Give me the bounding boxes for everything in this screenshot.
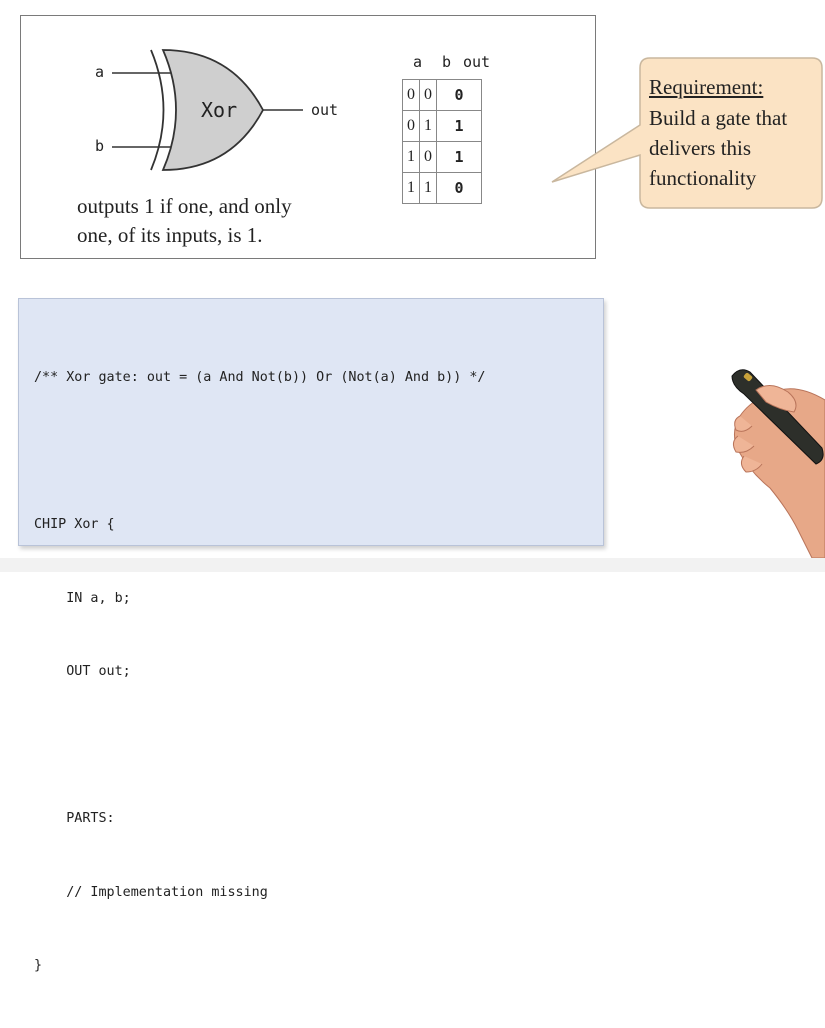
bottom-bar [0, 558, 825, 572]
description-line-1: outputs 1 if one, and only [77, 194, 292, 218]
table-cell: 1 [419, 172, 437, 204]
table-cell: 0 [402, 79, 420, 111]
table-row: 1 1 0 [402, 172, 482, 204]
hdl-code-panel: /** Xor gate: out = (a And Not(b)) Or (N… [18, 298, 604, 973]
header-out: out [463, 53, 491, 71]
table-cell: 0 [419, 141, 437, 173]
code-line: CHIP Xor { [34, 517, 115, 532]
table-cell-out: 0 [436, 172, 482, 204]
table-cell: 1 [402, 141, 420, 173]
presenter-hand-image [731, 369, 825, 558]
gate-description: outputs 1 if one, and only one, of its i… [77, 192, 367, 250]
gate-name: Xor [201, 98, 237, 122]
description-line-2: one, of its inputs, is 1. [77, 223, 263, 247]
requirement-callout-bubble [551, 57, 823, 209]
table-cell-out: 0 [436, 79, 482, 111]
code-line [34, 440, 485, 465]
hdl-code: /** Xor gate: out = (a And Not(b)) Or (N… [34, 317, 485, 1028]
code-line [34, 734, 485, 759]
gate-output: out [311, 101, 338, 119]
header-a: a [413, 53, 423, 71]
table-row: 0 1 1 [402, 110, 482, 142]
truth-table-header: a b out [401, 53, 521, 75]
header-b: b [442, 53, 452, 71]
table-cell: 1 [402, 172, 420, 204]
code-line: // Implementation missing [34, 884, 268, 900]
table-cell: 0 [402, 110, 420, 142]
xor-gate-diagram: a b Xor out [95, 49, 338, 171]
table-row: 1 0 1 [402, 141, 482, 173]
code-line: /** Xor gate: out = (a And Not(b)) Or (N… [34, 370, 486, 385]
gate-input-a: a [95, 63, 104, 81]
table-row: 0 0 0 [402, 79, 482, 111]
xor-gate-panel: a b Xor out outputs 1 if one, and only o… [20, 15, 596, 259]
code-line: OUT out; [34, 664, 131, 679]
callout-line-1: Build a gate that [649, 106, 788, 130]
table-cell: 1 [419, 110, 437, 142]
table-cell: 0 [419, 79, 437, 111]
requirement-callout: Requirement: Build a gate that delivers … [649, 72, 819, 193]
callout-line-3: functionality [649, 166, 757, 190]
code-line: PARTS: [34, 811, 115, 826]
truth-table: 0 0 0 0 1 1 1 0 1 1 1 0 [402, 79, 482, 204]
callout-title: Requirement: [649, 75, 764, 99]
callout-line-2: delivers this [649, 136, 752, 160]
gate-input-b: b [95, 137, 104, 155]
table-cell-out: 1 [436, 110, 482, 142]
code-line: IN a, b; [34, 590, 131, 606]
code-line: } [34, 958, 43, 973]
table-cell-out: 1 [436, 141, 482, 173]
